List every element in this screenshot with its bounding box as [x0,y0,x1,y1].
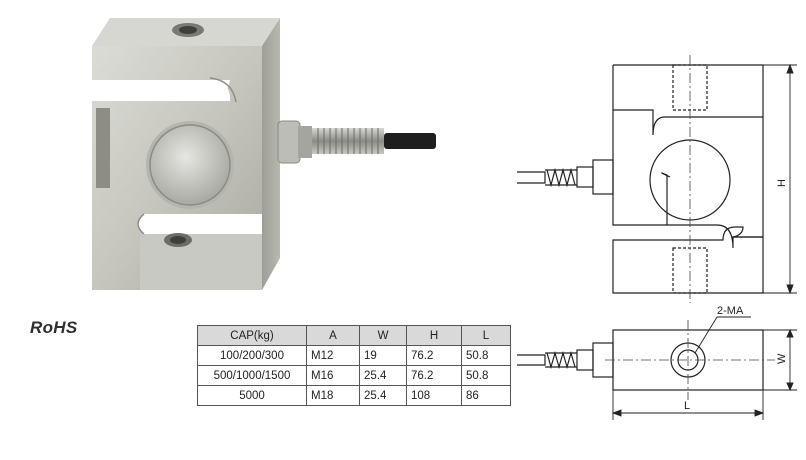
table-row: 5000 M18 25.4 108 86 [197,385,511,406]
cell-w: 19 [359,345,407,366]
spec-table: CAP(kg) A W H L 100/200/300 M12 19 76.2 … [197,325,511,406]
cell-cap: 5000 [197,385,307,406]
cell-cap: 100/200/300 [197,345,307,366]
column-header-l: L [461,325,511,346]
length-dimension [611,390,765,420]
cell-l: 86 [461,385,511,406]
cell-a: M12 [306,345,360,366]
table-header-row: CAP(kg) A W H L [197,325,511,346]
height-dimension [763,63,797,295]
table-row: 100/200/300 M12 19 76.2 50.8 [197,345,511,366]
front-view [517,64,764,294]
cell-a: M18 [306,385,360,406]
cell-w: 25.4 [359,365,407,386]
cell-a: M16 [306,365,360,386]
cell-h: 108 [406,385,462,406]
rohs-badge: RoHS [30,318,78,337]
table-row: 500/1000/1500 M16 25.4 76.2 50.8 [197,365,511,386]
column-header-h: H [406,325,462,346]
cell-h: 76.2 [406,365,462,386]
dimension-drawing: H 2-MA W L [517,55,797,420]
cell-w: 25.4 [359,385,407,406]
thread-label: 2-MA [717,305,744,317]
cell-cap: 500/1000/1500 [197,365,307,386]
cell-l: 50.8 [461,345,511,366]
height-label: H [776,179,788,187]
length-label: L [684,400,690,412]
cell-h: 76.2 [406,345,462,366]
width-label: W [776,353,788,364]
load-cell-photo [92,18,436,290]
column-header-cap: CAP(kg) [197,325,307,346]
width-dimension [763,328,797,392]
column-header-a: A [306,325,360,346]
cell-l: 50.8 [461,365,511,386]
column-header-w: W [359,325,407,346]
